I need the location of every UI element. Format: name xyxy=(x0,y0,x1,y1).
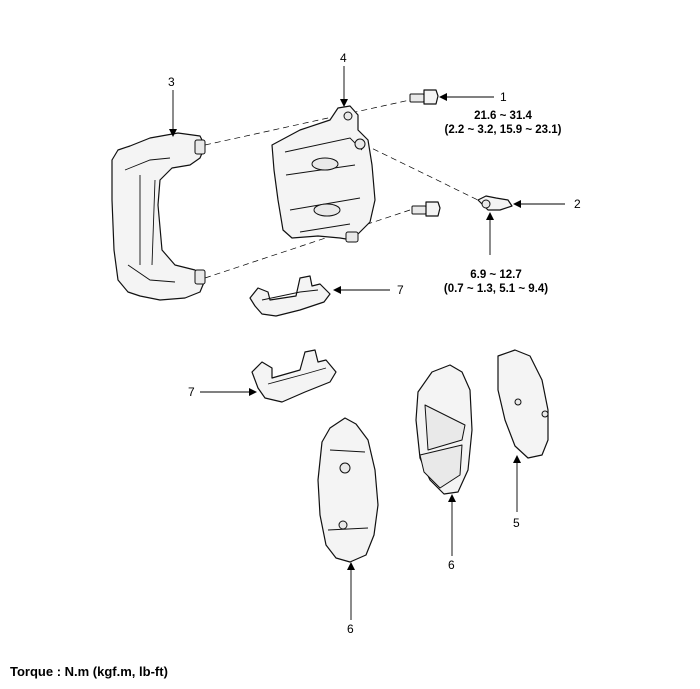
guide-rod-bolt-lower xyxy=(411,201,441,217)
callout-6-outer-pad: 6 xyxy=(448,558,455,572)
torque-bolt1-alt: (2.2 ~ 3.2, 15.9 ~ 23.1) xyxy=(445,124,562,136)
torque-bleeder-alt: (0.7 ~ 1.3, 5.1 ~ 9.4) xyxy=(444,283,548,295)
brake-pad-outer xyxy=(415,364,473,495)
callout-3: 3 xyxy=(168,75,175,89)
callout-6-inner-pad: 6 xyxy=(347,622,354,636)
caliper-body xyxy=(271,105,376,243)
torque-bolt1-nm: 21.6 ~ 31.4 xyxy=(474,110,532,122)
alignment-lines xyxy=(204,99,483,279)
callout-7-upper-clip: 7 xyxy=(397,283,404,297)
brake-pad-inner xyxy=(317,417,379,563)
callout-2: 2 xyxy=(574,197,581,211)
caliper-bracket xyxy=(111,132,206,301)
anti-squeal-shim xyxy=(497,349,549,459)
pad-clip-upper xyxy=(249,275,331,317)
leader-lines xyxy=(169,66,565,620)
guide-rod-bolt-upper xyxy=(409,89,439,105)
torque-units-note: Torque : N.m (kgf.m, lb-ft) xyxy=(10,664,168,679)
callout-4: 4 xyxy=(340,51,347,65)
bleeder-screw xyxy=(477,195,513,211)
torque-bleeder-nm: 6.9 ~ 12.7 xyxy=(470,269,521,281)
callout-5: 5 xyxy=(513,516,520,530)
pad-clip-lower xyxy=(251,349,337,403)
callout-1: 1 xyxy=(500,90,507,104)
callout-7-lower-clip: 7 xyxy=(188,385,195,399)
